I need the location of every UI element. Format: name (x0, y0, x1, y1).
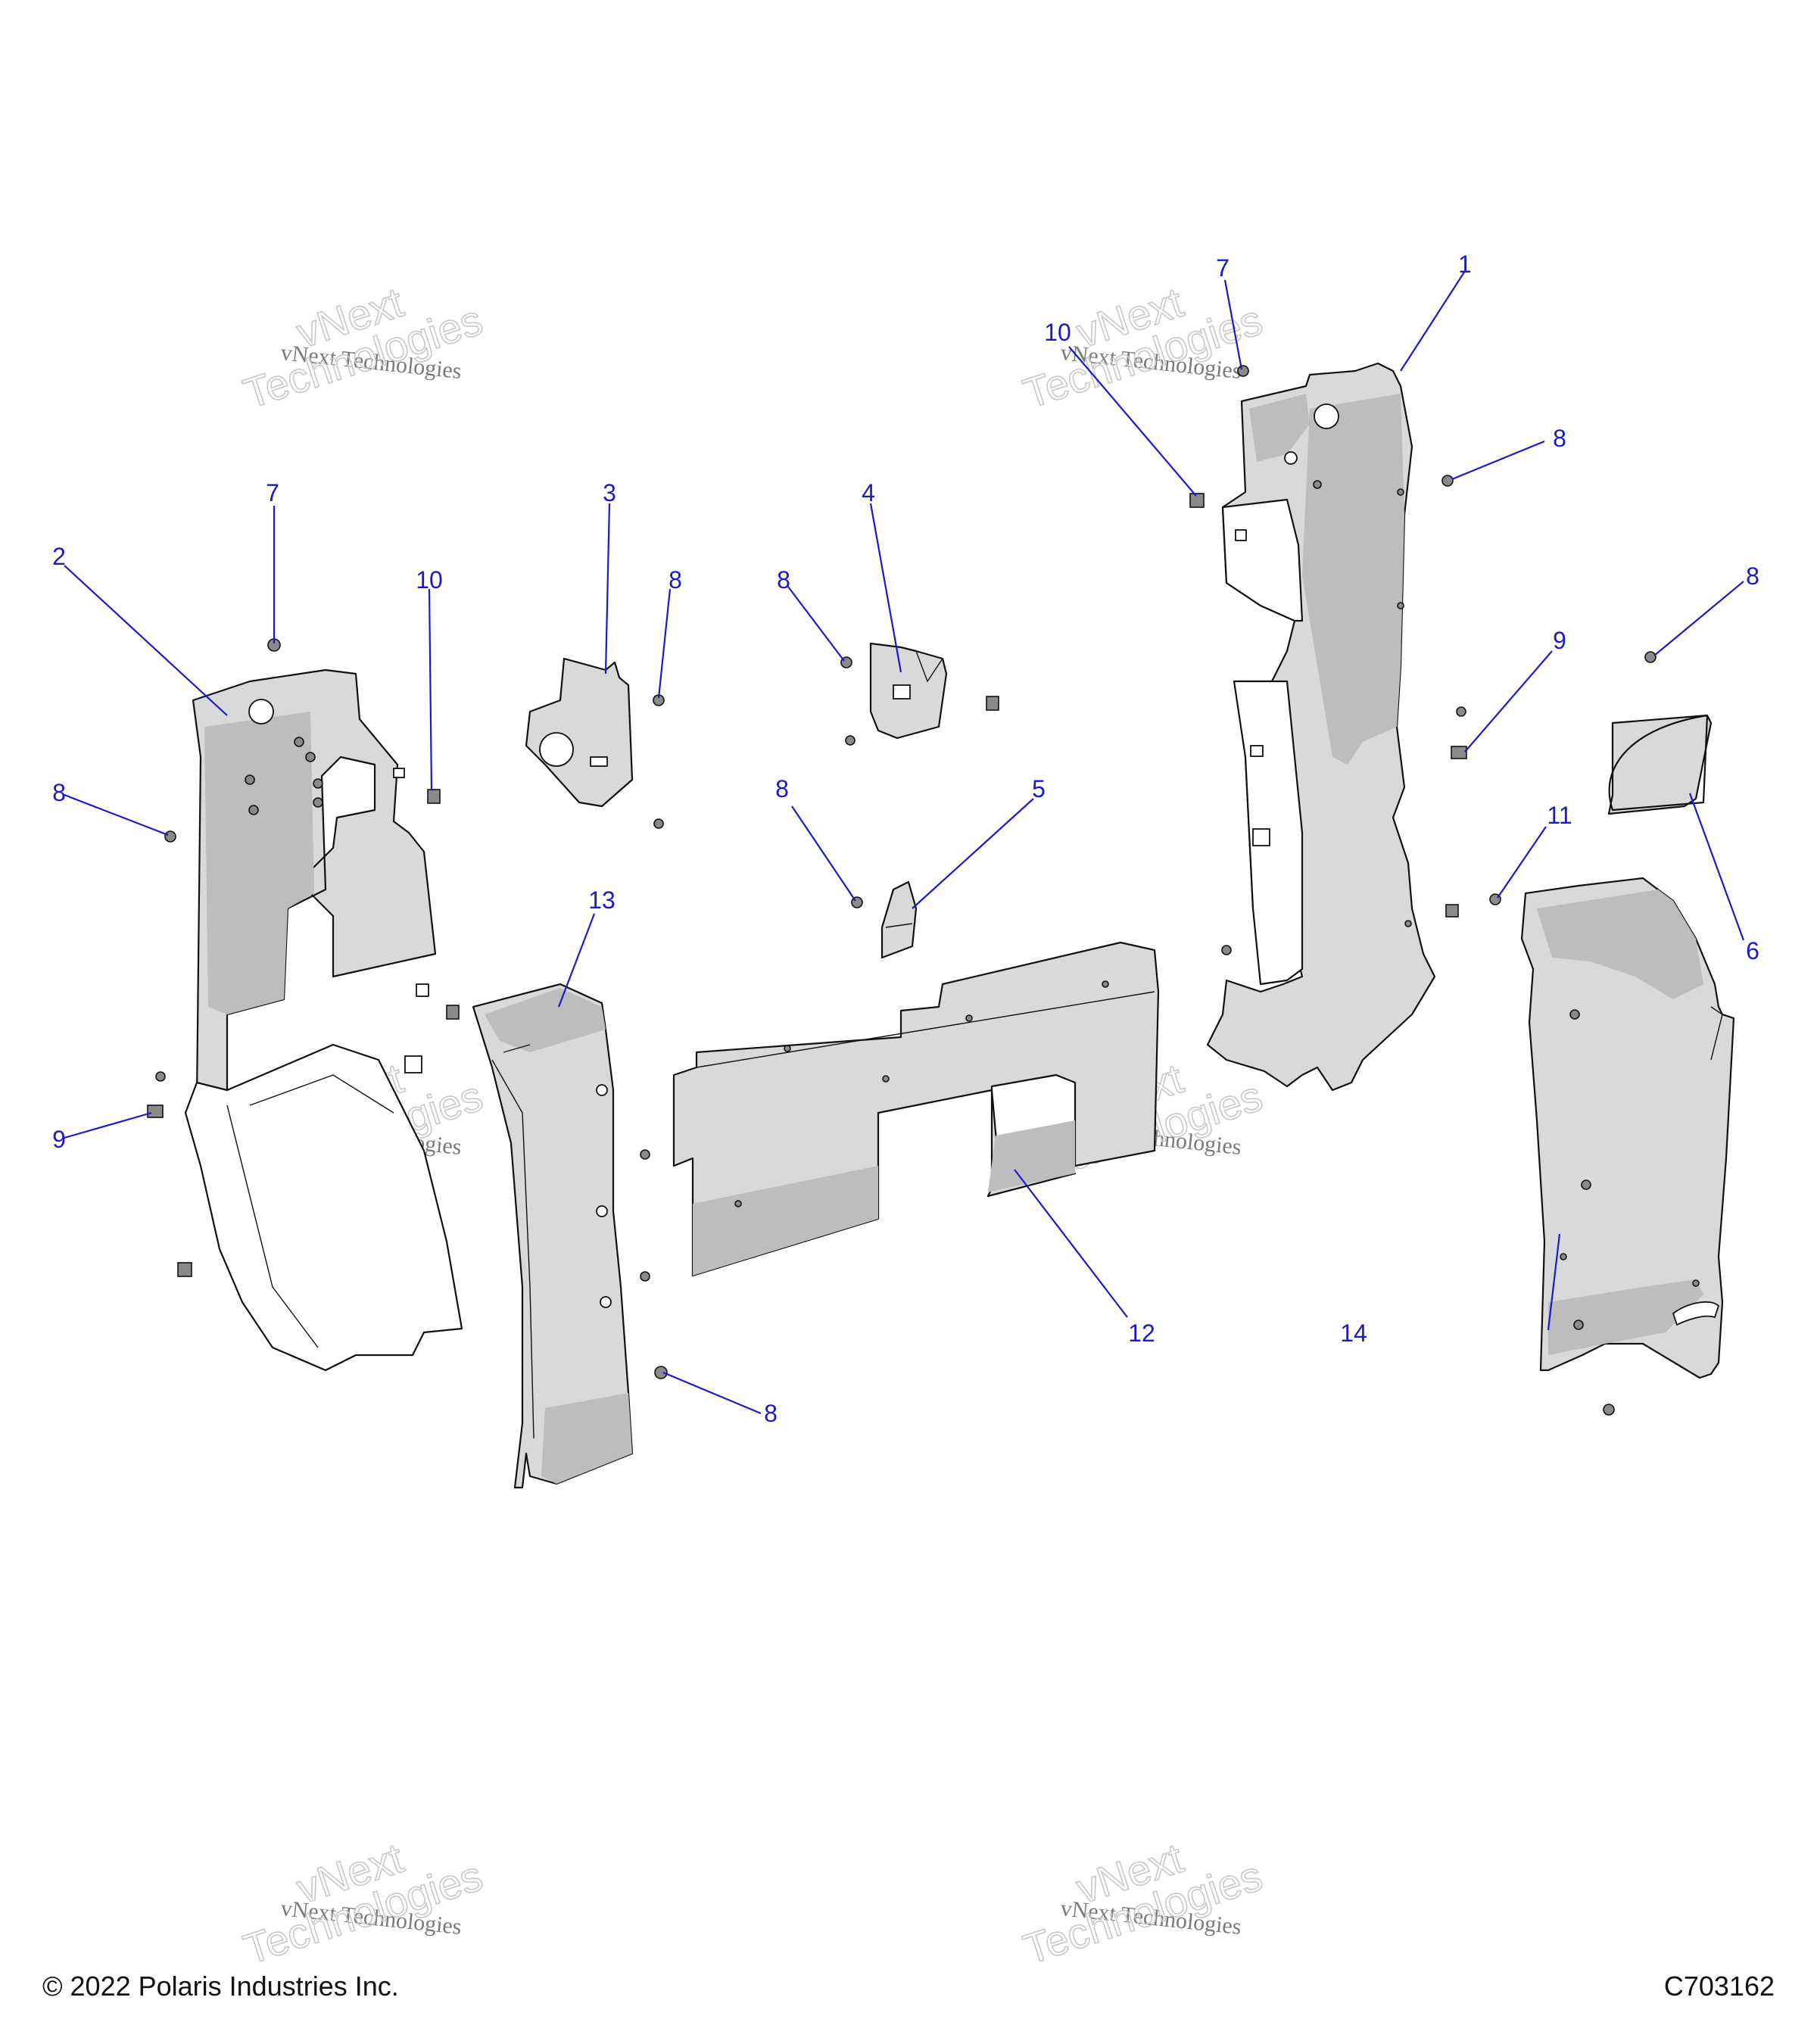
watermark: vNext vNext Technologies Technologies (237, 1833, 488, 1974)
fastener-push-rivet (1441, 475, 1454, 487)
fastener-push-rivet (1603, 1404, 1615, 1416)
callout-8: 8 (669, 566, 682, 594)
watermark: vNext vNext Technologies Technologies (237, 277, 488, 418)
callout-13: 13 (588, 886, 616, 914)
fastener-clip-nut (427, 789, 441, 804)
part-3-bracket (525, 657, 634, 808)
callout-8: 8 (52, 779, 66, 806)
copyright-text: © 2022 Polaris Industries Inc. (42, 1971, 399, 2002)
callout-2: 2 (52, 543, 66, 570)
fastener-push-rivet (640, 1271, 650, 1282)
fastener-push-rivet (654, 1366, 668, 1379)
fastener-push-rivet (1644, 651, 1656, 663)
callout-14: 14 (1340, 1320, 1367, 1347)
part-5-clip (880, 880, 918, 959)
fastener-clip-nut (446, 1005, 460, 1020)
fastener-clip-nut (986, 696, 999, 711)
callout-9: 9 (1553, 627, 1566, 654)
part-4-bracket (869, 642, 948, 740)
callout-10: 10 (1044, 319, 1071, 346)
part-13-vertical-panel (472, 983, 634, 1489)
part-1-right-panel (1206, 362, 1436, 1092)
part-14-large-panel (1520, 877, 1735, 1379)
callout-6: 6 (1746, 937, 1759, 964)
fastener-clip-nut (1445, 904, 1459, 918)
fastener-push-rivet (1237, 365, 1249, 377)
callout-9: 9 (52, 1126, 66, 1153)
fastener-clip-nut (147, 1105, 164, 1118)
part-12-rear-panel (672, 941, 1160, 1277)
callout-12: 12 (1128, 1320, 1155, 1347)
fastener-push-rivet (653, 818, 664, 829)
fasteners (147, 365, 1656, 1416)
callout-8: 8 (764, 1400, 778, 1427)
callout-7: 7 (266, 479, 279, 506)
fastener-push-rivet (164, 830, 176, 843)
watermark: vNext vNext Technologies Technologies (1017, 1833, 1268, 1974)
part-2-left-panel (184, 668, 463, 1372)
callout-10: 10 (416, 566, 443, 594)
callout-8: 8 (775, 775, 789, 802)
diagram-code: C703162 (1663, 1971, 1775, 2002)
callout-11: 11 (1547, 802, 1572, 829)
fastener-push-rivet (1221, 945, 1232, 955)
fastener-push-rivet (640, 1149, 650, 1160)
fastener-clip-nut (1189, 493, 1205, 508)
callout-7: 7 (1216, 254, 1230, 282)
fastener-clip-nut (177, 1262, 192, 1277)
callout-1: 1 (1458, 251, 1472, 278)
fastener-clip-nut (1451, 746, 1467, 759)
callout-lines (64, 270, 1745, 1415)
part-6-cover (1607, 714, 1713, 815)
fastener-push-rivet (155, 1071, 166, 1082)
watermark: vNext vNext Technologies Technologies (1017, 277, 1268, 418)
callout-5: 5 (1032, 775, 1046, 802)
fastener-push-rivet (845, 735, 856, 746)
callout-4: 4 (862, 479, 875, 506)
callout-labels: 1 2 3 4 5 6 7 7 8 8 8 8 8 8 8 8 9 9 10 1… (52, 251, 1759, 1427)
fastener-push-rivet (1456, 706, 1466, 717)
callout-3: 3 (603, 479, 616, 506)
callout-8: 8 (1553, 425, 1566, 452)
callout-8: 8 (777, 566, 790, 594)
callout-8: 8 (52, 779, 66, 806)
callout-8: 8 (1746, 562, 1759, 590)
